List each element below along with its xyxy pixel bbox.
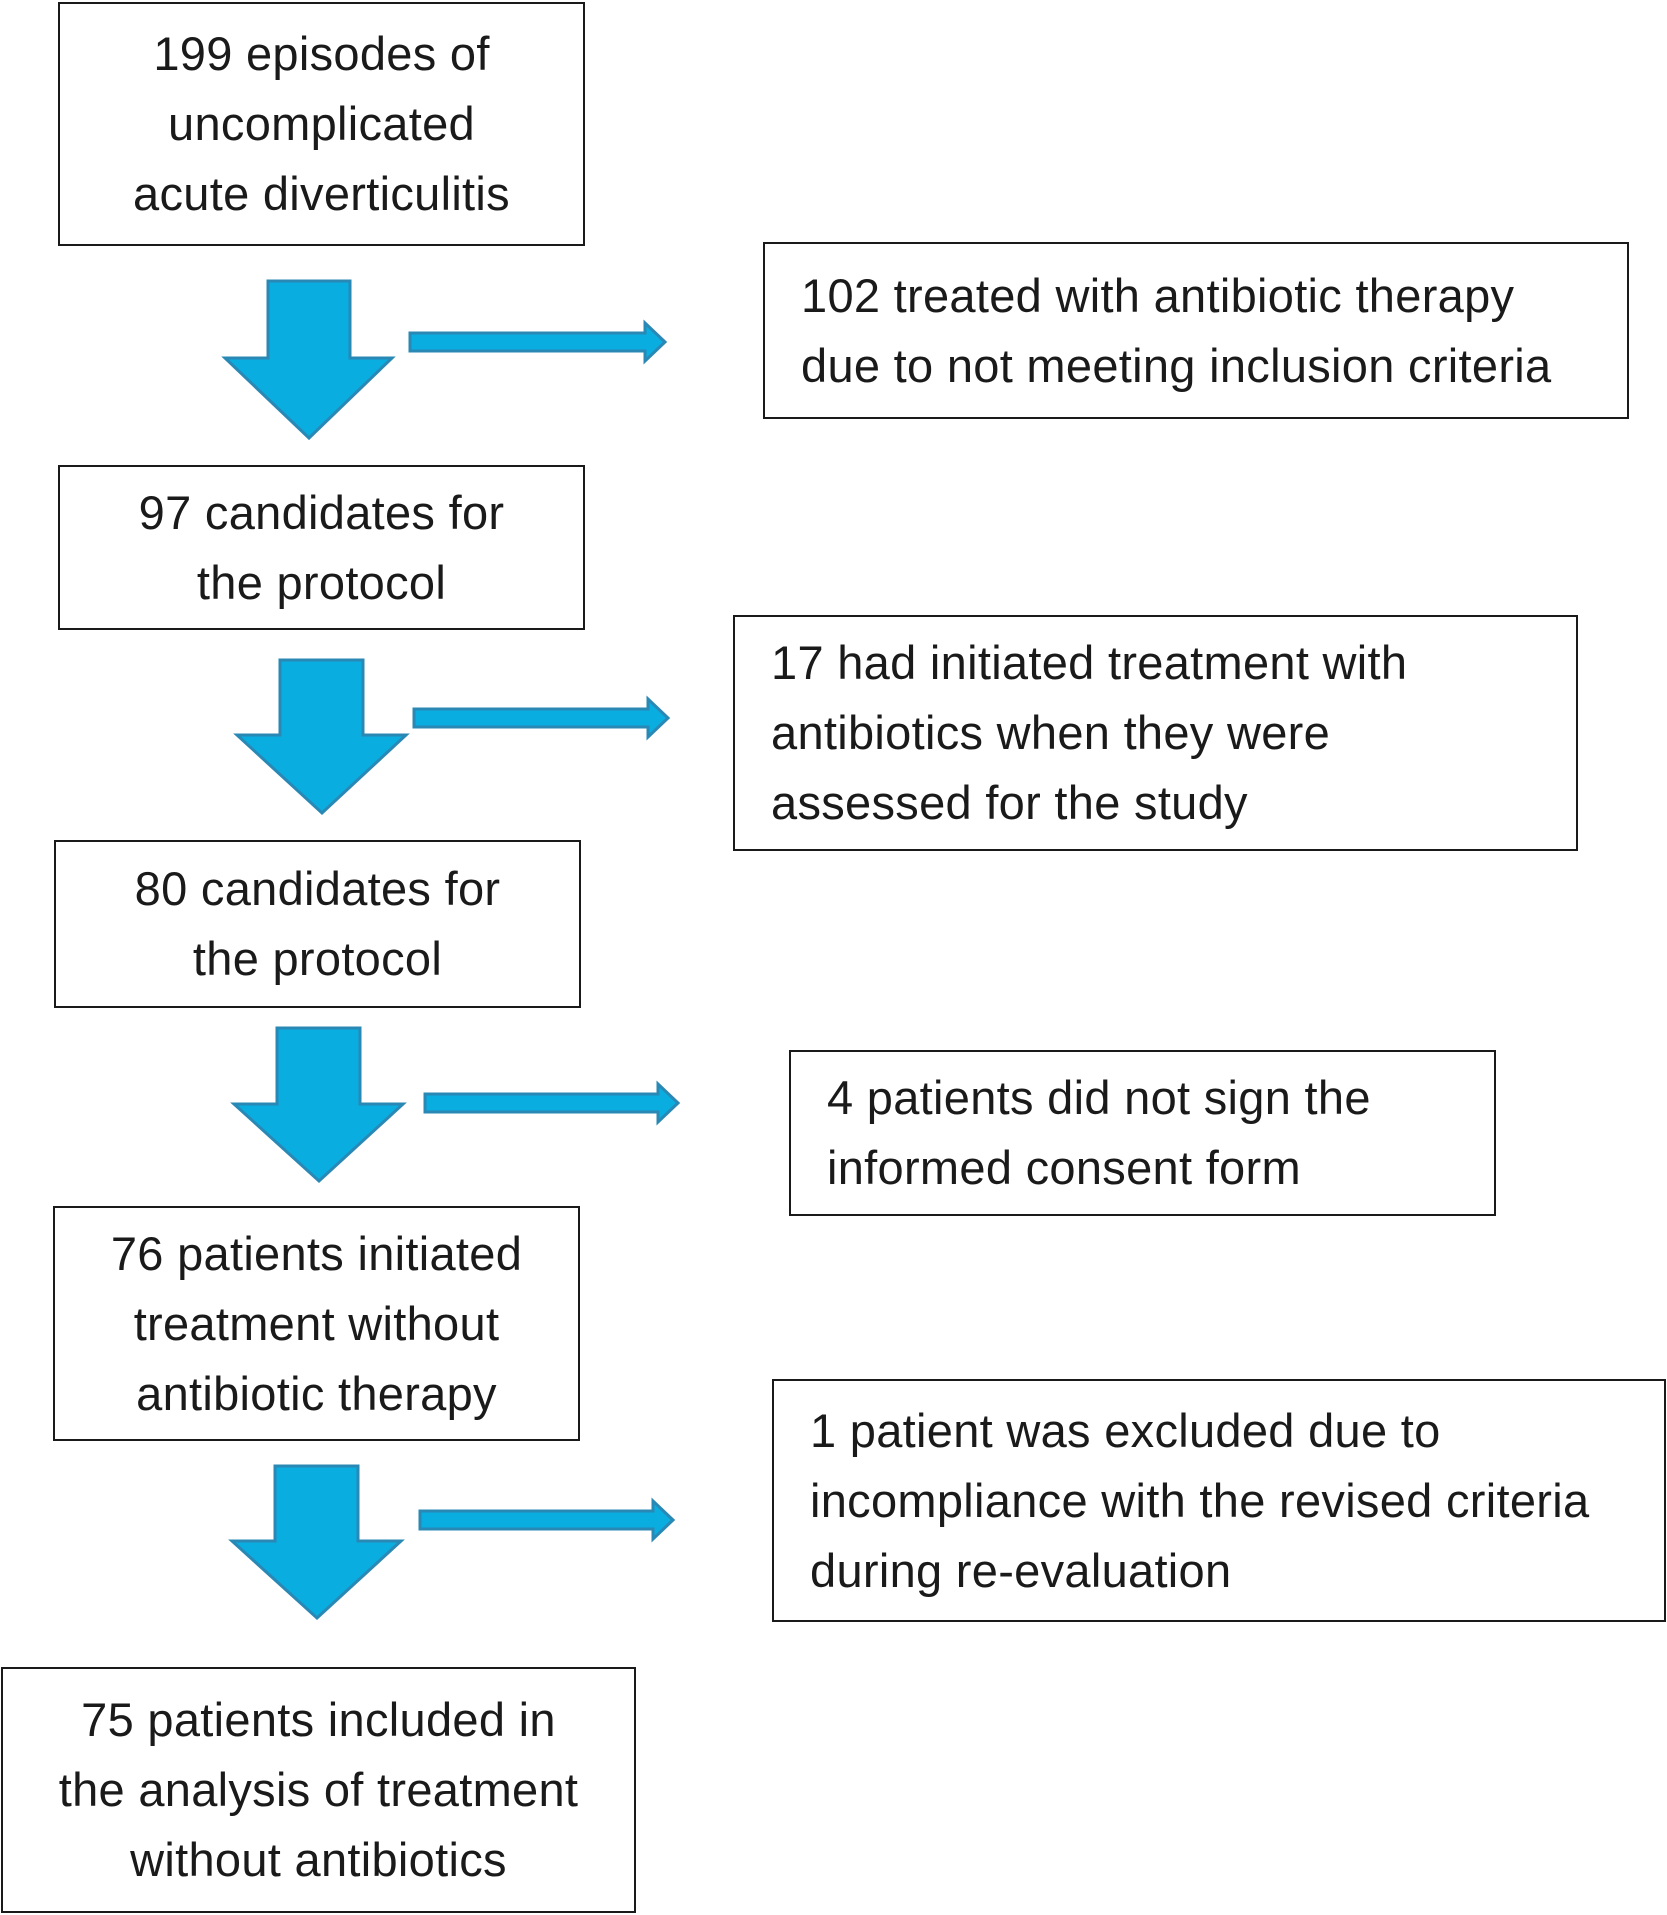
- right-arrow-icon: [418, 1497, 676, 1543]
- flow-step-80-candidates: 80 candidates for the protocol: [54, 840, 581, 1008]
- right-arrow-icon: [423, 1080, 681, 1126]
- exclusion-no-consent: 4 patients did not sign the informed con…: [789, 1050, 1496, 1216]
- box-text-line: 199 episodes of: [153, 27, 490, 80]
- box-text-line: treatment without: [133, 1296, 500, 1350]
- flow-step-76-patients: 76 patients initiated treatment without …: [53, 1206, 580, 1441]
- box-text-line: incompliance with the revised criteria: [810, 1473, 1590, 1527]
- box-text-line: the protocol: [196, 555, 447, 609]
- box-text-line: antibiotics when they were: [771, 706, 1331, 759]
- flow-step-97-candidates: 97 candidates for the protocol: [58, 465, 585, 630]
- box-text-line: acute diverticulitis: [133, 167, 510, 220]
- down-arrow-icon: [230, 1026, 407, 1184]
- box-text-line: assessed for the study: [771, 776, 1248, 829]
- exclusion-antibiotic-therapy: 102 treated with antibiotic therapy due …: [763, 242, 1629, 419]
- box-text-line: 76 patients initiated: [110, 1226, 523, 1280]
- box-text-line: antibiotic therapy: [136, 1366, 497, 1420]
- box-text-line: the analysis of treatment: [58, 1763, 579, 1816]
- box-text-line: without antibiotics: [130, 1833, 507, 1886]
- exclusion-revised-criteria: 1 patient was excluded due to incomplian…: [772, 1379, 1666, 1622]
- box-text-line: 75 patients included in: [81, 1693, 556, 1746]
- box-text-line: 4 patients did not sign the: [827, 1071, 1371, 1124]
- box-text-line: informed consent form: [827, 1141, 1301, 1194]
- box-text-line: 80 candidates for: [134, 862, 501, 915]
- box-text-line: 102 treated with antibiotic therapy: [801, 268, 1515, 322]
- right-arrow-icon: [412, 695, 671, 741]
- box-text-line: 1 patient was excluded due to: [810, 1403, 1441, 1457]
- down-arrow-icon: [233, 658, 410, 816]
- right-arrow-icon: [408, 319, 668, 365]
- down-arrow-icon: [221, 279, 396, 441]
- box-text-line: during re-evaluation: [810, 1543, 1232, 1597]
- flow-step-75-patients: 75 patients included in the analysis of …: [1, 1667, 636, 1913]
- box-text-line: 97 candidates for: [138, 485, 505, 539]
- box-text-line: uncomplicated: [168, 97, 475, 150]
- box-text-line: due to not meeting inclusion criteria: [801, 338, 1552, 392]
- box-text-line: the protocol: [192, 932, 443, 985]
- exclusion-initiated-antibiotics: 17 had initiated treatment with antibiot…: [733, 615, 1578, 851]
- box-text-line: 17 had initiated treatment with: [771, 636, 1408, 689]
- down-arrow-icon: [228, 1464, 405, 1621]
- flow-step-episodes: 199 episodes of uncomplicated acute dive…: [58, 2, 585, 246]
